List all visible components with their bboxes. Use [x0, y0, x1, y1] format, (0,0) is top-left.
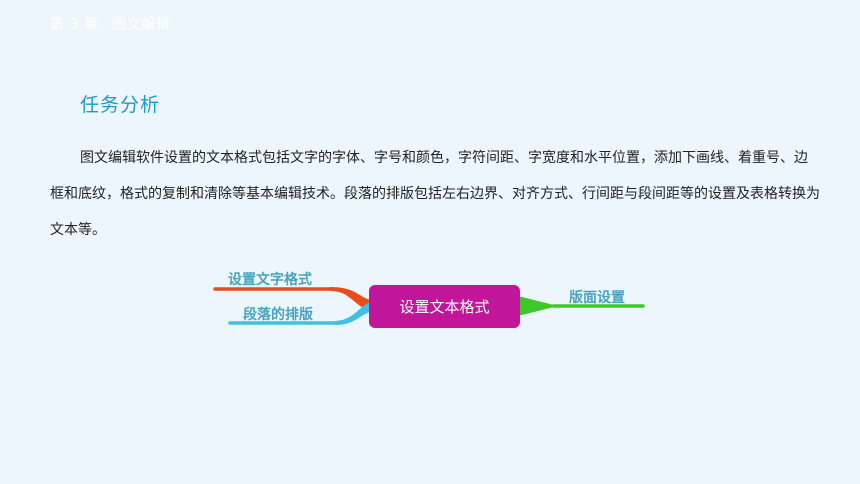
section-title: 任务分析	[80, 94, 161, 116]
branch-page-setup-taper	[518, 296, 558, 316]
branch-label-text-format: 设置文字格式	[228, 272, 312, 288]
branch-paragraph-layout-taper	[335, 302, 371, 325]
mind-map-center-node: 设置文本格式	[369, 285, 520, 328]
branch-label-paragraph-layout: 段落的排版	[243, 307, 313, 323]
branch-label-page-setup: 版面设置	[569, 290, 625, 306]
chapter-number: 第 3 章	[50, 17, 99, 33]
slide-header: 第 3 章图文编辑	[0, 0, 860, 50]
chapter-heading: 第 3 章图文编辑	[50, 14, 170, 34]
body-paragraph: 图文编辑软件设置的文本格式包括文字的字体、字号和颜色，字符间距、字宽度和水平位置…	[50, 150, 820, 238]
chapter-title: 图文编辑	[112, 17, 171, 33]
branch-text-format-taper	[330, 287, 371, 312]
